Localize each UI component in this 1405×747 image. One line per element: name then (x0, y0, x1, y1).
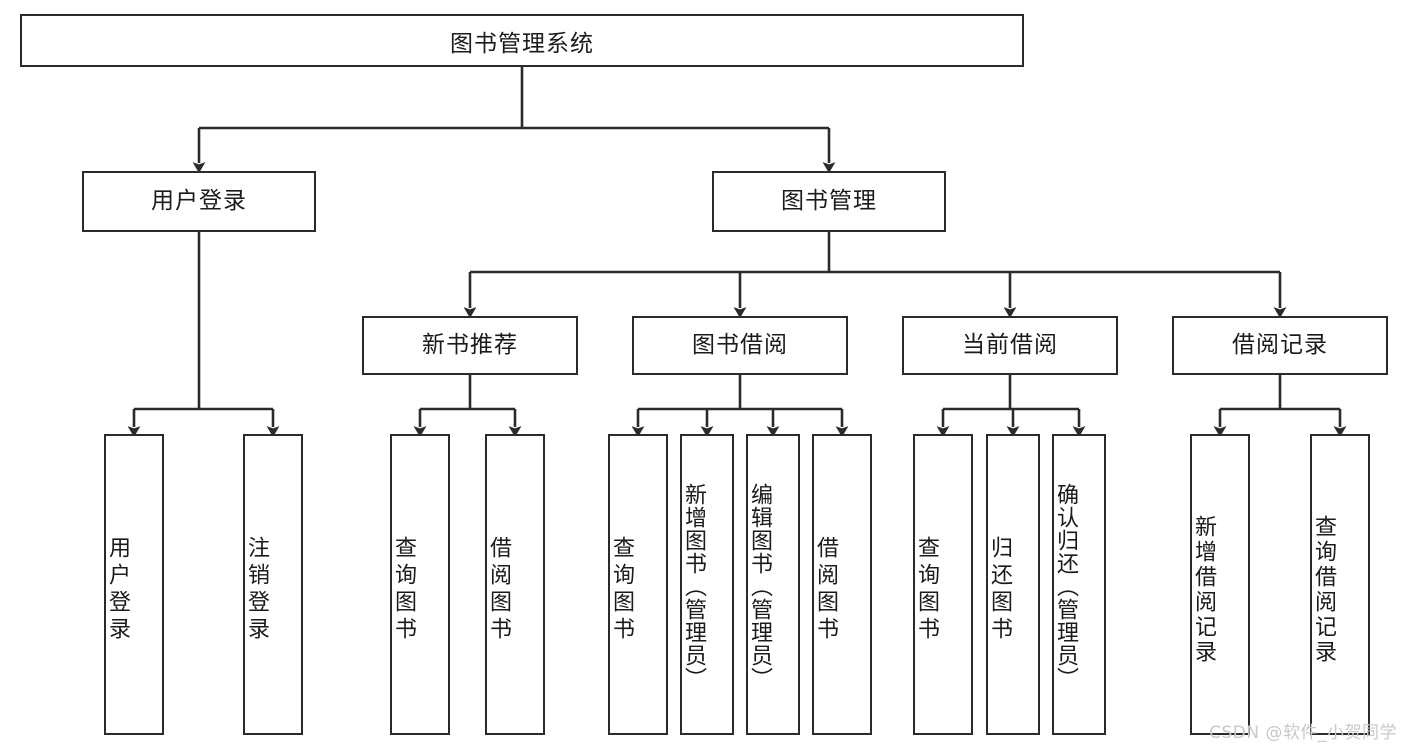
node-leaf-add-borrow-record-label: 新增借阅记录 (1191, 514, 1216, 665)
node-leaf-borrow-book-label: 借阅图书 (813, 535, 838, 644)
node-user-login[interactable]: 用户登录 (82, 171, 316, 232)
node-user-login-label: 用户登录 (151, 187, 247, 214)
node-root[interactable]: 图书管理系统 (20, 14, 1024, 67)
node-leaf-borrow-book-recommend[interactable]: 借阅图书 (485, 434, 545, 735)
node-leaf-add-book-admin-label: 新增图书（管理员） (681, 483, 706, 690)
node-borrow-record-label: 借阅记录 (1232, 331, 1328, 358)
node-leaf-borrow-book[interactable]: 借阅图书 (812, 434, 872, 735)
node-leaf-user-login[interactable]: 用户登录 (104, 434, 164, 735)
node-current-borrow-label: 当前借阅 (962, 331, 1058, 358)
node-current-borrow[interactable]: 当前借阅 (902, 316, 1118, 375)
node-leaf-confirm-return-admin-label: 确认归还（管理员） (1053, 483, 1078, 690)
csdn-watermark: CSDN @软件_小贺同学 (1209, 723, 1397, 743)
node-leaf-edit-book-admin-label: 编辑图书（管理员） (747, 483, 772, 690)
node-root-label: 图书管理系统 (450, 30, 594, 57)
node-book-management[interactable]: 图书管理 (712, 171, 946, 232)
node-leaf-query-book-current[interactable]: 查询图书 (913, 434, 973, 735)
node-book-management-label: 图书管理 (781, 187, 877, 214)
node-leaf-confirm-return-admin[interactable]: 确认归还（管理员） (1052, 434, 1106, 735)
node-leaf-query-borrow-record-label: 查询借阅记录 (1311, 514, 1336, 665)
node-new-book-recommend[interactable]: 新书推荐 (362, 316, 578, 375)
node-leaf-add-borrow-record[interactable]: 新增借阅记录 (1190, 434, 1250, 735)
node-leaf-query-book-recommend-label: 查询图书 (391, 535, 416, 644)
node-leaf-edit-book-admin[interactable]: 编辑图书（管理员） (746, 434, 800, 735)
node-leaf-query-book-borrow[interactable]: 查询图书 (608, 434, 668, 735)
node-new-book-recommend-label: 新书推荐 (422, 331, 518, 358)
node-book-borrow-label: 图书借阅 (692, 331, 788, 358)
node-leaf-user-login-label: 用户登录 (105, 535, 130, 644)
node-leaf-logout[interactable]: 注销登录 (243, 434, 303, 735)
node-borrow-record[interactable]: 借阅记录 (1172, 316, 1388, 375)
node-leaf-query-book-recommend[interactable]: 查询图书 (390, 434, 450, 735)
node-leaf-logout-label: 注销登录 (244, 535, 269, 644)
node-leaf-borrow-book-recommend-label: 借阅图书 (486, 535, 511, 644)
node-leaf-return-book[interactable]: 归还图书 (986, 434, 1040, 735)
node-leaf-query-book-current-label: 查询图书 (914, 535, 939, 644)
node-leaf-add-book-admin[interactable]: 新增图书（管理员） (680, 434, 734, 735)
node-leaf-query-borrow-record[interactable]: 查询借阅记录 (1310, 434, 1370, 735)
node-leaf-query-book-borrow-label: 查询图书 (609, 535, 634, 644)
node-leaf-return-book-label: 归还图书 (987, 535, 1012, 644)
node-book-borrow[interactable]: 图书借阅 (632, 316, 848, 375)
